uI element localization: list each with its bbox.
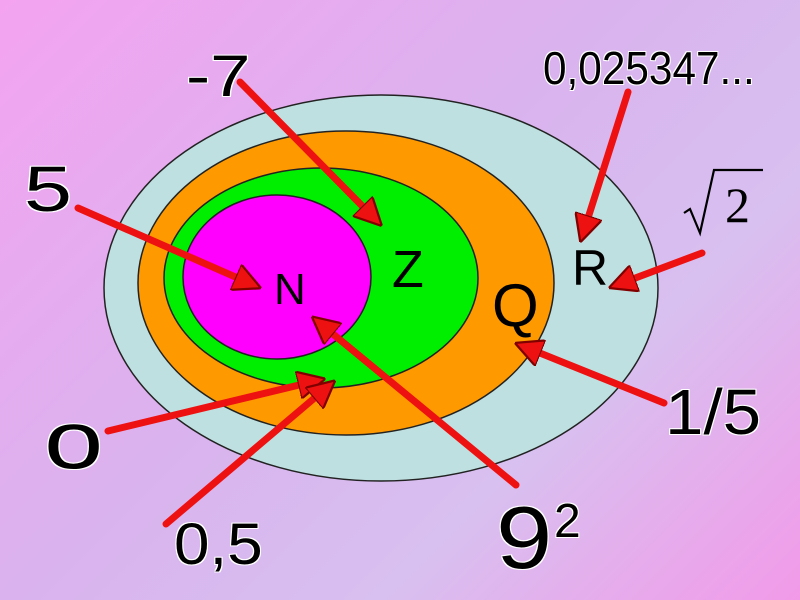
number-fifth: 1/5 xyxy=(665,376,762,448)
number-decimal: 0,025347... xyxy=(543,42,755,94)
set-q-label: Q xyxy=(492,272,539,339)
arrow-sqrt2 xyxy=(614,249,706,286)
number-nine-base: 9 xyxy=(496,488,553,587)
set-n-label: N xyxy=(274,265,306,314)
number-zero: o xyxy=(44,395,104,486)
arrow-fifth xyxy=(520,345,668,407)
set-z-label: Z xyxy=(392,241,424,299)
arrow-decimal xyxy=(582,88,632,237)
set-r-label: R xyxy=(572,240,609,296)
arrow-zero xyxy=(104,380,320,435)
sqrt-radicand: 2 xyxy=(725,177,750,233)
number-nine-exponent: 2 xyxy=(554,495,581,548)
arrows xyxy=(74,78,706,528)
number-half: 0,5 xyxy=(174,512,263,577)
arrow-half xyxy=(162,384,331,528)
arrow-neg7 xyxy=(236,78,378,222)
number-five: 5 xyxy=(24,153,73,225)
arrow-nine-squared xyxy=(316,320,520,489)
number-neg7: -7 xyxy=(186,44,251,109)
arrow-five xyxy=(74,204,256,286)
sqrt-radical-symbol xyxy=(683,168,763,237)
